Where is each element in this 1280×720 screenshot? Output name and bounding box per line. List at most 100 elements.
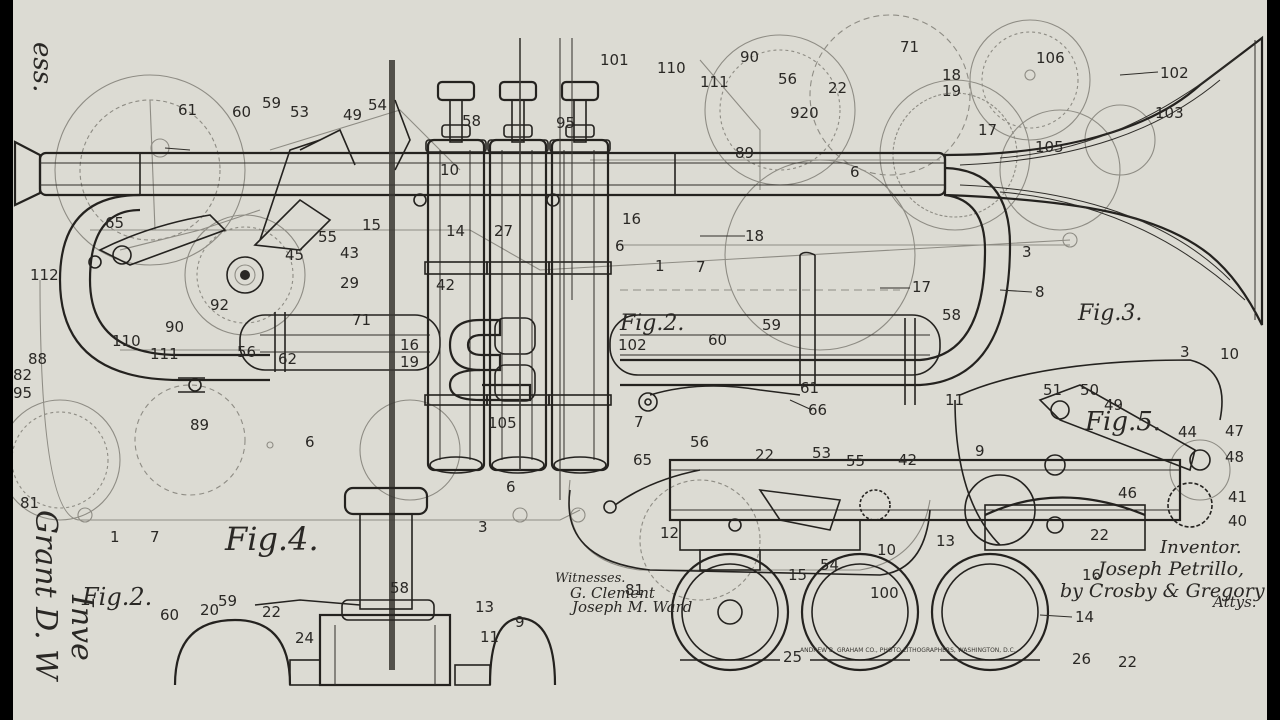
attys: Attys. xyxy=(1211,593,1257,611)
patent-overlay-drawing: Fig.2. Fig.3. Fig.4. Fig.2. Fig.5. ess. … xyxy=(13,14,1265,687)
ref-3a: 3 xyxy=(1022,243,1032,261)
ref-22e: 22 xyxy=(1118,653,1137,671)
ref-7b: 7 xyxy=(634,413,644,431)
ref-60c: 60 xyxy=(160,606,179,624)
ref-58c: 58 xyxy=(390,579,409,597)
ref-62: 62 xyxy=(278,350,297,368)
fig2-left-label: Fig.2. xyxy=(81,583,152,611)
ref-89b: 89 xyxy=(190,416,209,434)
inventor-label: Inventor. xyxy=(1159,537,1242,558)
margin-top-left: ess. xyxy=(27,42,57,92)
ref-59b: 59 xyxy=(762,316,781,334)
ref-48: 48 xyxy=(1225,448,1244,466)
inventor-name: Joseph Petrillo, xyxy=(1094,558,1244,580)
fig4-label: Fig.4. xyxy=(224,520,319,558)
ref-42b: 42 xyxy=(898,451,917,469)
ref-17b: 17 xyxy=(912,278,931,296)
ref-19b: 19 xyxy=(400,353,419,371)
ref-10c: 10 xyxy=(877,541,896,559)
ref-65b: 65 xyxy=(633,451,652,469)
ref-66: 66 xyxy=(808,401,827,419)
ref-58: 58 xyxy=(462,112,481,130)
ref-13b: 13 xyxy=(475,598,494,616)
witness-block: Witnesses. G. Clement Joseph M. Ward xyxy=(555,571,692,616)
ref-59c: 59 xyxy=(218,592,237,610)
ref-88: 88 xyxy=(28,350,47,368)
ref-59: 59 xyxy=(262,94,281,112)
ref-58b: 58 xyxy=(942,306,961,324)
ref-110: 110 xyxy=(657,59,686,77)
ref-45: 45 xyxy=(285,246,304,264)
ref-3c: 3 xyxy=(478,518,488,536)
patent-drawing-sheet: Fig.2. Fig.3. Fig.4. Fig.2. Fig.5. ess. … xyxy=(13,0,1267,720)
ref-27: 27 xyxy=(494,222,513,240)
ref-6b: 6 xyxy=(615,237,625,255)
ref-56b: 56 xyxy=(237,343,256,361)
ref-41: 41 xyxy=(1228,488,1247,506)
ref-9a: 9 xyxy=(975,442,985,460)
ref-55b: 55 xyxy=(846,452,865,470)
ref-16: 16 xyxy=(622,210,641,228)
ref-54: 54 xyxy=(368,96,387,114)
ref-53b: 53 xyxy=(812,444,831,462)
signature-block: Inventor. Joseph Petrillo, by Crosby & G… xyxy=(1060,537,1265,611)
ref-40: 40 xyxy=(1228,512,1247,530)
ref-10b: 10 xyxy=(1220,345,1239,363)
ref-3b: 3 xyxy=(1180,343,1190,361)
ref-71b: 71 xyxy=(352,311,371,329)
ref-89: 89 xyxy=(735,144,754,162)
ref-24: 24 xyxy=(295,629,314,647)
ref-56: 56 xyxy=(778,70,797,88)
ref-105b: 105 xyxy=(488,414,517,432)
ref-49b: 49 xyxy=(1104,396,1123,414)
ref-15b: 15 xyxy=(788,566,807,584)
ref-92: 92 xyxy=(210,296,229,314)
ref-102: 102 xyxy=(1160,64,1189,82)
figure-labels: Fig.2. Fig.3. Fig.4. Fig.2. Fig.5. xyxy=(81,301,1161,611)
ref-95b: 95 xyxy=(13,384,32,402)
ref-71: 71 xyxy=(900,38,919,56)
ref-16c: 16 xyxy=(1082,566,1101,584)
ref-65: 65 xyxy=(105,214,124,232)
witnesses-label: Witnesses. xyxy=(555,571,625,586)
ref-82: 82 xyxy=(13,366,32,384)
margin-text: ess. Grant D. W Inve xyxy=(27,42,99,682)
ref-16b: 16 xyxy=(400,336,419,354)
ref-14: 14 xyxy=(446,222,465,240)
ref-11a: 11 xyxy=(945,391,964,409)
ref-81b: 81 xyxy=(625,581,644,599)
margin-inventor-name: Grant D. W xyxy=(28,510,63,682)
ref-47: 47 xyxy=(1225,422,1244,440)
ref-44: 44 xyxy=(1178,423,1197,441)
ref-19: 19 xyxy=(942,82,961,100)
ref-106: 106 xyxy=(1036,49,1065,67)
ref-103: 103 xyxy=(1155,104,1184,122)
ref-25: 25 xyxy=(783,648,802,666)
ref-13a: 13 xyxy=(936,532,955,550)
ref-22: 22 xyxy=(828,79,847,97)
ref-46: 46 xyxy=(1118,484,1137,502)
ref-6c: 6 xyxy=(305,433,315,451)
ref-53: 53 xyxy=(290,103,309,121)
lower-right-mechanism xyxy=(568,359,1223,672)
ref-112: 112 xyxy=(30,266,59,284)
ref-29: 29 xyxy=(340,274,359,292)
ref-26: 26 xyxy=(1072,650,1091,668)
trumpet-drawing xyxy=(13,35,1264,670)
ref-50: 50 xyxy=(1080,381,1099,399)
ref-60b: 60 xyxy=(708,331,727,349)
ref-49: 49 xyxy=(343,106,362,124)
ref-6a: 6 xyxy=(850,163,860,181)
ref-81: 81 xyxy=(20,494,39,512)
ref-61b: 61 xyxy=(800,379,819,397)
ref-18: 18 xyxy=(942,66,961,84)
ref-90: 90 xyxy=(740,48,759,66)
ref-20: 20 xyxy=(200,601,219,619)
ref-95: 95 xyxy=(556,114,575,132)
ref-90b: 90 xyxy=(165,318,184,336)
ref-10: 10 xyxy=(440,161,459,179)
ref-56c: 56 xyxy=(690,433,709,451)
ref-102b: 102 xyxy=(618,336,647,354)
ref-7a: 7 xyxy=(696,258,706,276)
